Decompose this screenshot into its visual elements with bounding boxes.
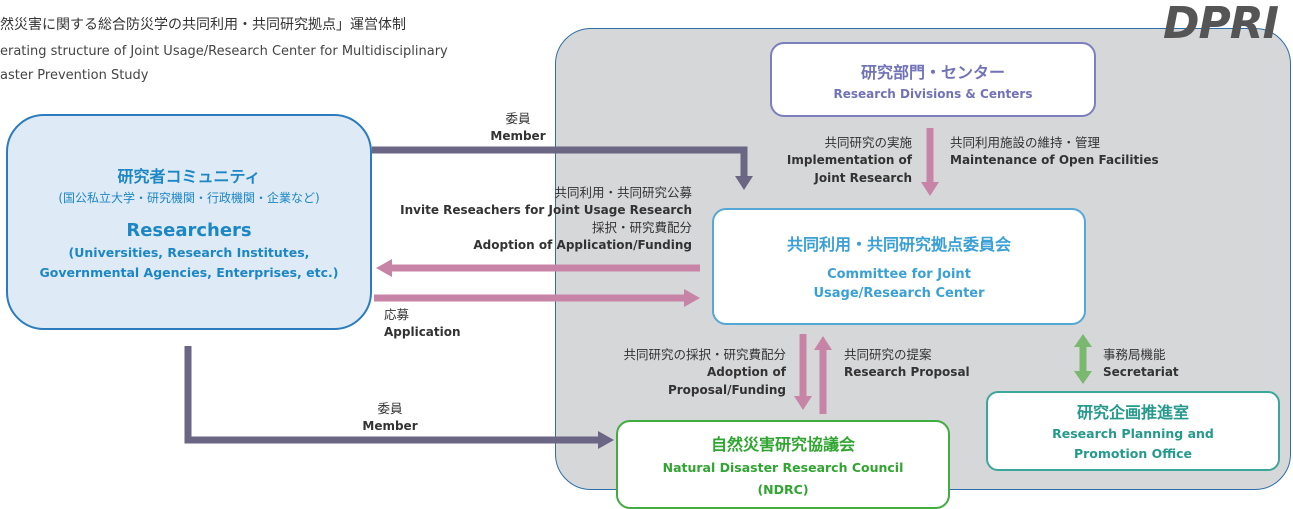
research-divisions-box: 研究部門・センター Research Divisions & Centers [770, 42, 1096, 117]
adoption-arrow-head [376, 259, 392, 277]
invite-label: 共同利用・共同研究公募 Invite Reseachers for Joint … [380, 184, 692, 254]
application-label: 応募 Application [384, 306, 461, 341]
member-arrow-bottom-head [598, 431, 614, 449]
application-en: Application [384, 325, 461, 339]
researchers-box: 研究者コミュニティ (国公私立大学・研究機関・行政機関・企業など) Resear… [6, 114, 372, 330]
research-divisions-title-jp: 研究部門・センター [860, 62, 1005, 82]
ndrc-title-jp: 自然災害研究協議会 [710, 434, 855, 454]
researchers-subtitle-en-2: Governmental Agencies, Enterprises, etc.… [39, 265, 339, 280]
implementation-jp: 共同研究の実施 [824, 135, 912, 150]
rppo-title-jp: 研究企画推進室 [1076, 403, 1189, 422]
maintenance-jp: 共同利用施設の維持・管理 [950, 135, 1101, 150]
committee-title-jp: 共同利用・共同研究拠点委員会 [786, 234, 1011, 254]
research-proposal-jp: 共同研究の提案 [844, 347, 932, 362]
maintenance-en: Maintenance of Open Facilities [950, 153, 1159, 167]
member-top-label: 委員 Member [478, 110, 558, 145]
adoption-funding-jp: 採択・研究費配分 [591, 220, 692, 235]
committee-title-en: Committee for Joint Usage/Research Cente… [813, 266, 985, 301]
invite-jp: 共同利用・共同研究公募 [554, 185, 692, 200]
page-title: 然災害に関する総合防災学の共同利用・共同研究拠点」運営体制 [0, 17, 406, 33]
proposal-adoption-arrow-head [794, 396, 812, 410]
rppo-title-en-1: Research Planning and [1052, 426, 1214, 441]
secretariat-arrow-head-down [1074, 371, 1092, 384]
member-bottom-jp: 委員 [377, 401, 403, 416]
adoption-proposal-en-1: Adoption of [707, 365, 786, 379]
member-bottom-en: Member [362, 419, 418, 433]
implementation-label: 共同研究の実施 Implementation of Joint Research [764, 134, 912, 187]
adoption-proposal-en-2: Proposal/Funding [667, 383, 786, 397]
application-jp: 応募 [384, 307, 410, 322]
secretariat-arrow-head-up [1074, 334, 1092, 347]
secretariat-jp: 事務局機能 [1103, 347, 1166, 362]
research-divisions-title-en: Research Divisions & Centers [833, 86, 1033, 101]
dpri-logo: DPRI [1163, 0, 1279, 49]
application-arrow-head [684, 289, 700, 307]
maintenance-arrow-head [921, 182, 939, 196]
implementation-en-2: Joint Research [814, 171, 912, 185]
rppo-title-en-2: Promotion Office [1073, 446, 1193, 461]
adoption-funding-en: Adoption of Application/Funding [473, 238, 692, 252]
ndrc-title-en-1: Natural Disaster Research Council [662, 459, 904, 475]
committee-box: 共同利用・共同研究拠点委員会 Committee for Joint Usage… [712, 208, 1086, 325]
member-top-en: Member [490, 129, 546, 143]
research-proposal-arrow-head [814, 336, 832, 350]
research-proposal-en: Research Proposal [844, 365, 970, 379]
member-bottom-label: 委員 Member [348, 400, 432, 435]
page-subtitle-line-2: aster Prevention Study [0, 68, 149, 83]
researchers-title-en: Researchers [126, 220, 252, 241]
member-arrow-top-head [735, 176, 753, 190]
member-top-jp: 委員 [505, 111, 531, 126]
adoption-proposal-label: 共同研究の採択・研究費配分 Adoption of Proposal/Fundi… [560, 346, 786, 399]
member-arrow-bottom [184, 346, 600, 444]
ndrc-box: 自然災害研究協議会 Natural Disaster Research Coun… [616, 420, 950, 509]
member-arrow-top [372, 146, 748, 180]
secretariat-en: Secretariat [1103, 365, 1179, 379]
rppo-box: 研究企画推進室 Research Planning and Promotion … [986, 391, 1280, 471]
researchers-subtitle-en-1: (Universities, Research Institutes, [68, 245, 310, 260]
secretariat-label: 事務局機能 Secretariat [1103, 346, 1179, 381]
ndrc-title-en-2: (NDRC) [757, 481, 809, 497]
researchers-title-jp: 研究者コミュニティ [117, 167, 261, 186]
adoption-proposal-jp: 共同研究の採択・研究費配分 [623, 347, 786, 362]
page-subtitle-line-1: erating structure of Joint Usage/Researc… [0, 44, 448, 59]
maintenance-label: 共同利用施設の維持・管理 Maintenance of Open Facilit… [950, 134, 1159, 169]
invite-en: Invite Reseachers for Joint Usage Resear… [400, 203, 692, 217]
implementation-en-1: Implementation of [786, 153, 912, 167]
researchers-subtitle-jp: (国公私立大学・研究機関・行政機関・企業など) [58, 191, 320, 205]
research-proposal-label: 共同研究の提案 Research Proposal [844, 346, 970, 381]
